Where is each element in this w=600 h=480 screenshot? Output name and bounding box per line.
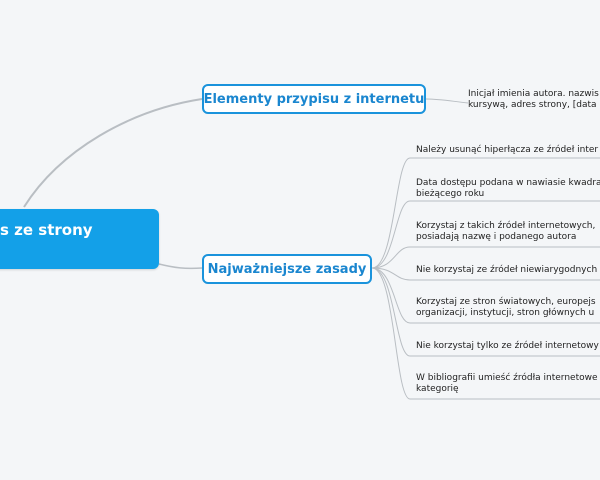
leaf-topic[interactable]: Należy usunąć hiperłącza ze źródeł inter — [416, 145, 599, 155]
connector-root-branch2 — [158, 263, 203, 270]
connector-branch1-leaf — [425, 98, 469, 104]
leaf-topic[interactable]: Korzystaj z takich źródeł internetowych,… — [416, 221, 596, 242]
branch-topic-label: Najważniejsze zasady — [207, 261, 367, 277]
root-topic[interactable]: s ze strony — [0, 209, 159, 269]
root-topic-label: s ze strony — [0, 221, 93, 239]
leaf-topic[interactable]: Nie korzystaj ze źródeł niewiarygodnych — [416, 265, 598, 275]
leaf-topic[interactable]: Nie korzystaj tylko ze źródeł internetow… — [416, 341, 599, 351]
branch-topic-key-rules[interactable]: Najważniejsze zasady — [202, 254, 372, 284]
branch-topic-citation-elements[interactable]: Elementy przypisu z internetu — [202, 84, 426, 114]
connector-branch2-leaves — [371, 157, 600, 400]
branch-topic-label: Elementy przypisu z internetu — [203, 91, 425, 107]
leaf-topic[interactable]: W bibliografii umieść źródła internetowe… — [416, 373, 598, 394]
connector-root-branch1 — [23, 98, 203, 208]
